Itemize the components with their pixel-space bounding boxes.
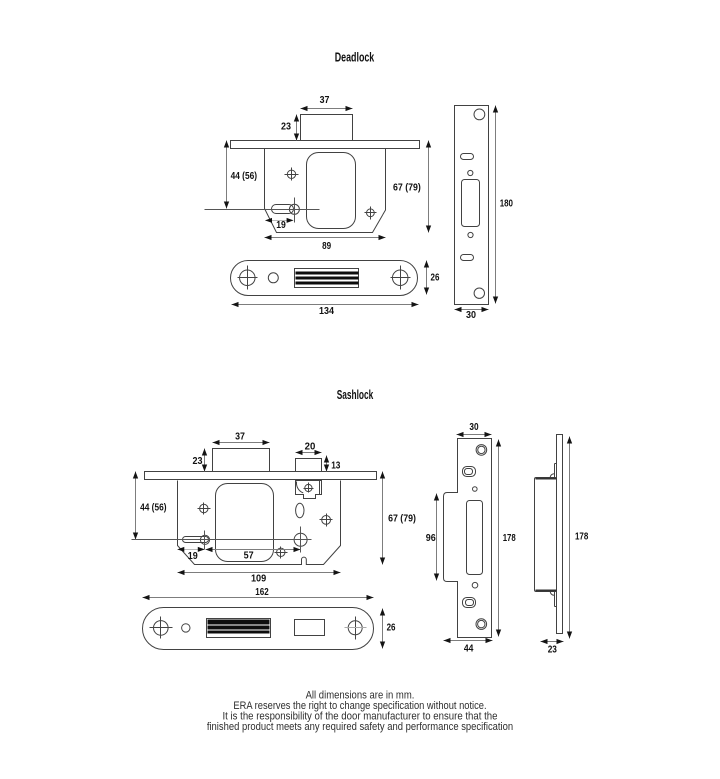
svg-text:57: 57: [244, 550, 254, 561]
svg-text:23: 23: [548, 644, 558, 655]
svg-text:30: 30: [469, 422, 479, 433]
svg-text:20: 20: [305, 441, 316, 452]
svg-text:23: 23: [193, 456, 203, 467]
svg-text:ERA reserves the right to chan: ERA reserves the right to change specifi…: [233, 700, 486, 712]
svg-text:Sashlock: Sashlock: [337, 387, 374, 402]
svg-text:178: 178: [503, 533, 516, 544]
svg-text:89: 89: [322, 241, 331, 252]
svg-text:180: 180: [500, 198, 514, 209]
svg-text:44 (56): 44 (56): [231, 171, 257, 182]
svg-text:19: 19: [276, 220, 286, 231]
svg-text:162: 162: [255, 587, 269, 598]
svg-text:67 (79): 67 (79): [388, 513, 416, 524]
svg-text:96: 96: [426, 533, 436, 544]
svg-text:44 (56): 44 (56): [140, 502, 166, 513]
svg-text:19: 19: [188, 551, 198, 562]
svg-text:26: 26: [431, 273, 440, 284]
svg-text:finished product meets any req: finished product meets any required safe…: [207, 721, 513, 733]
svg-text:37: 37: [320, 95, 330, 106]
svg-text:It is the responsibility of th: It is the responsibility of the door man…: [223, 710, 498, 722]
svg-text:13: 13: [331, 461, 341, 472]
svg-text:44: 44: [464, 644, 474, 655]
svg-text:23: 23: [281, 122, 291, 133]
svg-text:30: 30: [466, 310, 476, 321]
svg-text:37: 37: [235, 432, 245, 443]
svg-text:67 (79): 67 (79): [393, 183, 421, 194]
svg-text:134: 134: [319, 306, 334, 317]
svg-text:109: 109: [251, 574, 267, 585]
svg-text:26: 26: [387, 623, 396, 634]
svg-text:All dimensions are in mm.: All dimensions are in mm.: [306, 690, 415, 702]
svg-text:Deadlock: Deadlock: [335, 49, 375, 64]
svg-text:178: 178: [575, 532, 589, 543]
